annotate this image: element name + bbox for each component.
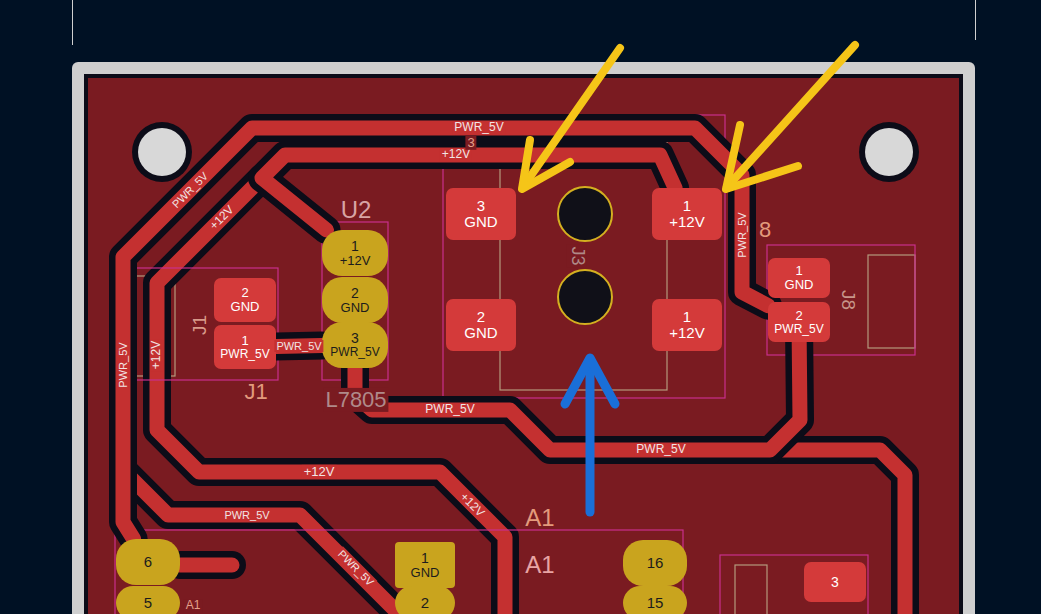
pad-net: +12V	[340, 254, 371, 268]
pad-number: 2	[241, 286, 248, 300]
smd-pad: 3GND	[446, 188, 516, 240]
tht-pad: 1GND	[395, 542, 455, 588]
pad-number: 6	[144, 554, 152, 570]
reference-label: A1	[525, 552, 554, 578]
pad-net: PWR_5V	[220, 348, 269, 361]
net-label: PWR_5V	[736, 210, 748, 259]
tht-pad: 5	[116, 586, 180, 614]
net-label: +12V	[440, 148, 472, 161]
reference-label: J3	[567, 244, 587, 267]
pad-net: +12V	[669, 325, 704, 341]
net-label: PWR_5V	[334, 546, 377, 589]
reference-label: J1	[190, 315, 211, 335]
smd-pad: 1GND	[768, 258, 830, 298]
pad-net: GND	[464, 325, 497, 341]
reference-label: J8	[838, 290, 859, 310]
pad-net: GND	[785, 278, 814, 292]
tht-pad: 2GND	[322, 277, 388, 323]
reference-label: A1	[184, 599, 203, 612]
smd-pad: 2GND	[446, 299, 516, 351]
pad-number: 16	[647, 555, 664, 571]
pad-number: 2	[477, 309, 485, 325]
reference-label: 8	[759, 218, 771, 242]
pad-number: 3	[477, 198, 485, 214]
net-label: +12V	[150, 339, 163, 371]
pad-net: GND	[231, 300, 260, 314]
reference-label: J1	[244, 380, 267, 404]
pad-number: 3	[831, 575, 839, 590]
net-label: +12V	[206, 202, 238, 234]
reference-label: 3	[465, 136, 476, 150]
smd-pad: 3	[804, 562, 866, 602]
net-label: PWR_5V	[452, 121, 505, 134]
smd-pad: 1PWR_5V	[214, 325, 276, 369]
pad-net: PWR_5V	[774, 323, 823, 336]
pad-net: PWR_5V	[330, 346, 379, 359]
pad-number: 2	[421, 595, 429, 611]
pad-number: 5	[144, 595, 152, 611]
net-label: PWR_5V	[222, 509, 271, 521]
pad-number: 3	[351, 331, 359, 346]
tht-pad: 16	[623, 540, 687, 586]
net-label: PWR_5V	[168, 168, 211, 211]
smd-pad: 2PWR_5V	[768, 302, 830, 342]
tht-pad: 15	[623, 586, 687, 614]
pad-number: 1	[683, 198, 691, 214]
tht-pad: 6	[116, 539, 180, 585]
net-label: PWR_5V	[423, 403, 476, 416]
pad-number: 15	[647, 595, 664, 611]
copper-track	[355, 342, 800, 450]
pad-number: 1	[795, 264, 802, 278]
pad-net: GND	[464, 214, 497, 230]
pad-number: 2	[795, 309, 802, 323]
pad-net: GND	[411, 566, 440, 580]
reference-label: U2	[341, 197, 372, 223]
net-label: +12V	[456, 489, 488, 521]
pad-number: 1	[351, 239, 359, 254]
tht-pad: 1+12V	[322, 230, 388, 276]
smd-pad: 1+12V	[652, 299, 722, 351]
pad-net: +12V	[669, 214, 704, 230]
net-label: PWR_5V	[274, 340, 323, 352]
pad-number: 1	[241, 334, 248, 348]
value-label: L7805	[323, 388, 388, 412]
smd-pad: 1+12V	[652, 188, 722, 240]
net-label: PWR_5V	[634, 443, 687, 456]
pad-number: 1	[421, 551, 429, 566]
net-label: PWR_5V	[117, 340, 129, 389]
reference-label: A1	[525, 505, 554, 531]
pad-number: 2	[351, 286, 359, 301]
net-label: +12V	[302, 465, 337, 479]
pad-net: GND	[341, 301, 370, 315]
tht-pad: 2	[395, 586, 455, 614]
pad-number: 1	[683, 309, 691, 325]
tht-pad: 3PWR_5V	[322, 322, 388, 368]
smd-pad: 2GND	[214, 278, 276, 322]
copper-track	[123, 128, 768, 539]
